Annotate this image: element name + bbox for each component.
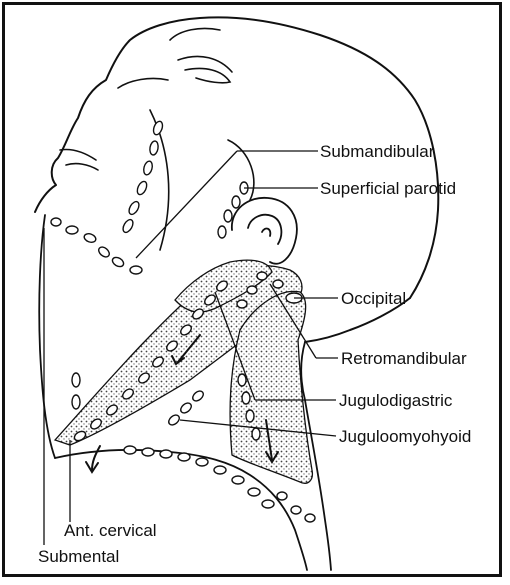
ear [232,198,297,264]
label-submandibular: Submandibular [320,143,434,160]
label-jugulodigastric: Jugulodigastric [339,392,452,409]
label-ant-cervical: Ant. cervical [64,522,157,539]
label-retromandibular: Retromandibular [341,350,467,367]
label-superficial-parotid: Superficial parotid [320,180,456,197]
muscle-bands [55,260,312,483]
label-juguloomyohyoid: Juguloomyohyoid [339,428,471,445]
label-occipital: Occipital [341,290,406,307]
label-submental: Submental [38,548,119,565]
